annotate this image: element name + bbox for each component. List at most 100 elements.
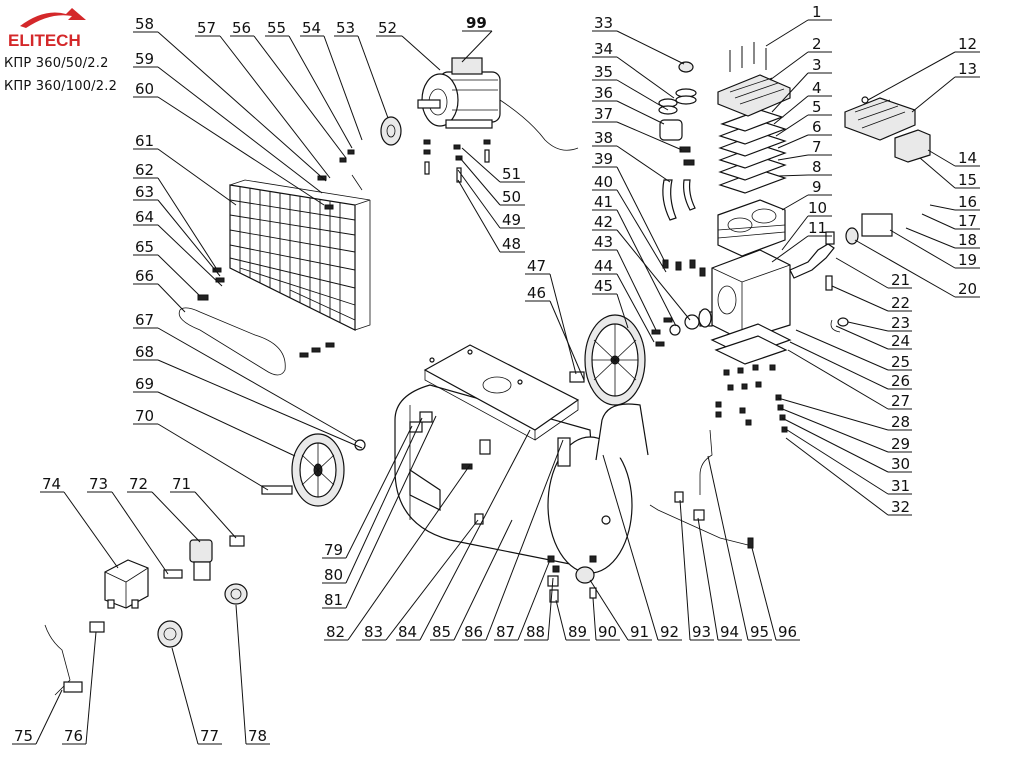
callout-31: 31: [891, 477, 910, 495]
leader-lines: [12, 19, 980, 745]
callout-55: 55: [267, 19, 286, 37]
callout-91: 91: [630, 623, 649, 641]
callout-37: 37: [594, 105, 613, 123]
callout-54: 54: [302, 19, 321, 37]
drive-belt: [178, 307, 286, 376]
motor-pulley: [380, 116, 402, 146]
head-bolts: [729, 42, 767, 72]
callout-69: 69: [135, 375, 154, 393]
elitech-logo: ELITECH: [8, 8, 86, 50]
callout-75: 75: [14, 727, 33, 745]
key-part: [569, 371, 585, 383]
callout-6: 6: [812, 118, 822, 136]
callout-32: 32: [891, 498, 910, 516]
crankcase-fasteners: [651, 259, 712, 347]
callout-13: 13: [958, 60, 977, 78]
model-name-2: КПР 360/100/2.2: [4, 79, 118, 94]
callout-58: 58: [135, 15, 154, 33]
callout-95: 95: [750, 623, 769, 641]
callout-74: 74: [42, 475, 61, 493]
callout-28: 28: [891, 413, 910, 431]
callout-36: 36: [594, 84, 613, 102]
callout-51: 51: [502, 165, 521, 183]
pressure-switch: [104, 559, 149, 609]
callout-12: 12: [958, 35, 977, 53]
callout-92: 92: [660, 623, 679, 641]
callout-71: 71: [172, 475, 191, 493]
callout-42: 42: [594, 213, 613, 231]
callout-62: 62: [135, 161, 154, 179]
regulator: [89, 535, 248, 648]
crankcase: [699, 249, 791, 341]
callout-65: 65: [135, 238, 154, 256]
callout-33: 33: [594, 14, 613, 32]
callout-22: 22: [891, 294, 910, 312]
belt-guard-grid: [229, 179, 371, 331]
callout-27: 27: [891, 392, 910, 410]
callout-78: 78: [248, 727, 267, 745]
motor-base-plate: [423, 344, 580, 441]
callout-79: 79: [324, 541, 343, 559]
callout-49: 49: [502, 211, 521, 229]
callout-80: 80: [324, 566, 343, 584]
callout-5: 5: [812, 98, 822, 116]
callout-60: 60: [135, 80, 154, 98]
callout-9: 9: [812, 178, 822, 196]
callout-73: 73: [89, 475, 108, 493]
callout-86: 86: [464, 623, 483, 641]
callout-18: 18: [958, 231, 977, 249]
motor-bolts: [423, 139, 491, 183]
callout-96: 96: [778, 623, 797, 641]
callout-10: 10: [808, 199, 827, 217]
callout-57: 57: [197, 19, 216, 37]
callout-48: 48: [502, 235, 521, 253]
callout-89: 89: [568, 623, 587, 641]
cylinder-head: [717, 74, 791, 117]
callout-41: 41: [594, 193, 613, 211]
callout-76: 76: [64, 727, 83, 745]
air-tank: [394, 384, 633, 574]
callout-59: 59: [135, 50, 154, 68]
callout-2: 2: [812, 35, 822, 53]
callout-23: 23: [891, 314, 910, 332]
callout-24: 24: [891, 332, 910, 350]
callout-1: 1: [812, 3, 822, 21]
callout-3: 3: [812, 56, 822, 74]
callout-85: 85: [432, 623, 451, 641]
callout-72: 72: [129, 475, 148, 493]
piston-assembly: [658, 61, 697, 221]
callout-47: 47: [527, 257, 546, 275]
callout-50: 50: [502, 188, 521, 206]
callout-70: 70: [135, 407, 154, 425]
callout-46: 46: [527, 284, 546, 302]
callout-63: 63: [135, 183, 154, 201]
cylinder-block: [717, 199, 786, 257]
callout-4: 4: [812, 79, 822, 97]
callout-21: 21: [891, 271, 910, 289]
callout-25: 25: [891, 353, 910, 371]
callout-81: 81: [324, 591, 343, 609]
callout-38: 38: [594, 129, 613, 147]
tank-handle: [595, 403, 649, 461]
callout-44: 44: [594, 257, 613, 275]
callout-61: 61: [135, 132, 154, 150]
callout-40: 40: [594, 173, 613, 191]
wheel: [261, 433, 366, 507]
callout-29: 29: [891, 435, 910, 453]
callout-34: 34: [594, 40, 613, 58]
callout-68: 68: [135, 343, 154, 361]
callout-7: 7: [812, 138, 822, 156]
callout-64: 64: [135, 208, 154, 226]
callout-43: 43: [594, 233, 613, 251]
callout-45: 45: [594, 277, 613, 295]
callout-66: 66: [135, 267, 154, 285]
air-filter: [844, 96, 931, 163]
callout-94: 94: [720, 623, 739, 641]
flywheel: [584, 314, 646, 406]
callout-82: 82: [326, 623, 345, 641]
callout-11: 11: [808, 219, 827, 237]
callout-53: 53: [336, 19, 355, 37]
callout-87: 87: [496, 623, 515, 641]
